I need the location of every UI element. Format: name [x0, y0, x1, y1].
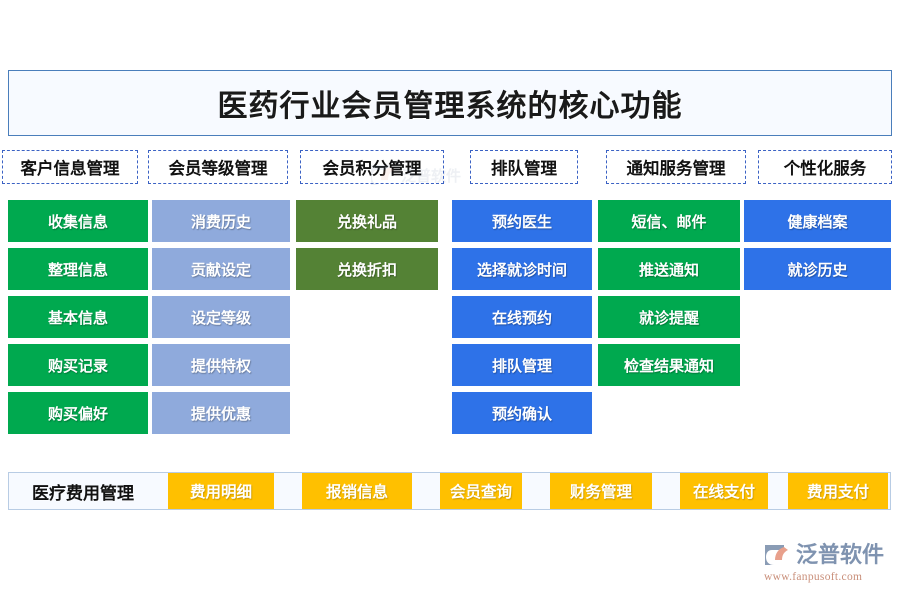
feature-cell[interactable]: 排队管理 — [452, 344, 592, 386]
bottom-bar-chip[interactable]: 费用支付 — [788, 473, 888, 509]
title-banner: 医药行业会员管理系统的核心功能 — [8, 70, 892, 136]
feature-cell[interactable]: 短信、邮件 — [598, 200, 740, 242]
feature-cell[interactable]: 检查结果通知 — [598, 344, 740, 386]
feature-cell[interactable]: 设定等级 — [152, 296, 290, 338]
feature-cell[interactable]: 整理信息 — [8, 248, 148, 290]
column-header-4[interactable]: 排队管理 — [470, 150, 578, 184]
column-header-1[interactable]: 客户信息管理 — [2, 150, 138, 184]
column-header-3[interactable]: 会员积分管理 — [300, 150, 444, 184]
feature-cell[interactable]: 兑换折扣 — [296, 248, 438, 290]
feature-cell[interactable]: 提供优惠 — [152, 392, 290, 434]
bottom-bar-chip[interactable]: 在线支付 — [680, 473, 768, 509]
feature-cell[interactable]: 收集信息 — [8, 200, 148, 242]
feature-cell[interactable]: 购买偏好 — [8, 392, 148, 434]
feature-cell[interactable]: 提供特权 — [152, 344, 290, 386]
column-header-6[interactable]: 个性化服务 — [758, 150, 892, 184]
feature-cell[interactable]: 在线预约 — [452, 296, 592, 338]
brand-name: 泛普软件 — [796, 542, 885, 567]
bottom-bar-chip[interactable]: 会员查询 — [440, 473, 522, 509]
brand-url: www.fanpusoft.com — [764, 571, 863, 583]
brand-logo-row: 泛普软件 — [762, 540, 894, 570]
brand-logo: 泛普软件 www.fanpusoft.com — [762, 540, 894, 590]
feature-cell[interactable]: 购买记录 — [8, 344, 148, 386]
bottom-bar-chip[interactable]: 费用明细 — [168, 473, 274, 509]
feature-cell[interactable]: 贡献设定 — [152, 248, 290, 290]
feature-cell[interactable]: 预约确认 — [452, 392, 592, 434]
bottom-bar-label: 医疗费用管理 — [32, 483, 134, 503]
feature-cell[interactable]: 就诊历史 — [744, 248, 891, 290]
feature-cell[interactable]: 消费历史 — [152, 200, 290, 242]
column-header-2[interactable]: 会员等级管理 — [148, 150, 288, 184]
feature-cell[interactable]: 就诊提醒 — [598, 296, 740, 338]
column-header-strip: 客户信息管理会员等级管理会员积分管理排队管理通知服务管理个性化服务 — [0, 150, 900, 184]
feature-cell[interactable]: 健康档案 — [744, 200, 891, 242]
column-header-5[interactable]: 通知服务管理 — [606, 150, 746, 184]
feature-cell[interactable]: 兑换礼品 — [296, 200, 438, 242]
feature-cell[interactable]: 推送通知 — [598, 248, 740, 290]
bottom-bar-chip[interactable]: 报销信息 — [302, 473, 412, 509]
feature-cell[interactable]: 预约医生 — [452, 200, 592, 242]
feature-cell[interactable]: 选择就诊时间 — [452, 248, 592, 290]
bottom-bar-chip[interactable]: 财务管理 — [550, 473, 652, 509]
page-title: 医药行业会员管理系统的核心功能 — [217, 90, 683, 123]
fanpu-logo-icon — [765, 545, 788, 565]
feature-cell[interactable]: 基本信息 — [8, 296, 148, 338]
